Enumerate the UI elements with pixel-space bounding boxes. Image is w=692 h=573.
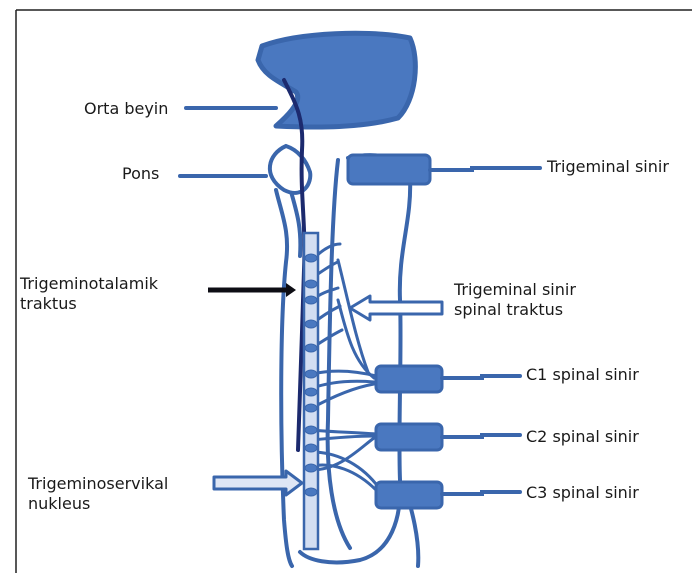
label-spinal-tract-line2: spinal traktus (454, 300, 563, 319)
trigeminal-nerve-body (348, 155, 430, 184)
label-trigeminothalamic-line2: traktus (20, 294, 77, 313)
label-trigeminothalamic-line1: Trigeminotalamik (20, 274, 158, 293)
nucleus-column (304, 233, 318, 549)
spinal-tract-arrow (350, 296, 442, 320)
label-pons: Pons (122, 164, 159, 183)
label-midbrain: Orta beyin (84, 99, 168, 118)
label-nucleus-line2: nukleus (28, 494, 90, 513)
label-nucleus-line1: Trigeminoservikal (28, 474, 168, 493)
label-c3-nerve: C3 spinal sinir (526, 483, 639, 502)
midbrain-shape (258, 33, 415, 127)
c2-nerve-body (376, 424, 442, 450)
nucleus-arrow (214, 471, 302, 495)
label-c1-nerve: C1 spinal sinir (526, 365, 639, 384)
c3-nerve-body (376, 482, 442, 508)
fibre-network (312, 244, 376, 490)
pons-shape (270, 146, 310, 193)
label-spinal-tract-line1: Trigeminal sinir (454, 280, 576, 299)
c1-nerve-body (376, 366, 442, 392)
label-c2-nerve: C2 spinal sinir (526, 427, 639, 446)
label-trigeminal-nerve: Trigeminal sinir (547, 157, 669, 176)
